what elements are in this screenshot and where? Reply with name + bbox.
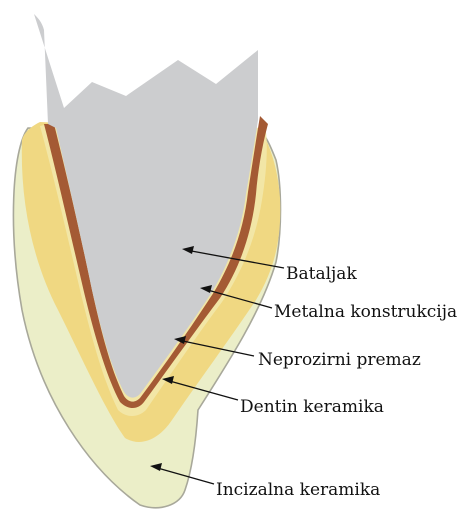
label-incizalna-keramika: Incizalna keramika xyxy=(216,480,380,500)
label-neprozirni-premaz: Neprozirni premaz xyxy=(258,350,421,370)
label-bataljak: Bataljak xyxy=(286,264,357,284)
label-dentin-keramika: Dentin keramika xyxy=(240,397,384,417)
label-metalna-konstrukcija: Metalna konstrukcija xyxy=(274,302,457,322)
